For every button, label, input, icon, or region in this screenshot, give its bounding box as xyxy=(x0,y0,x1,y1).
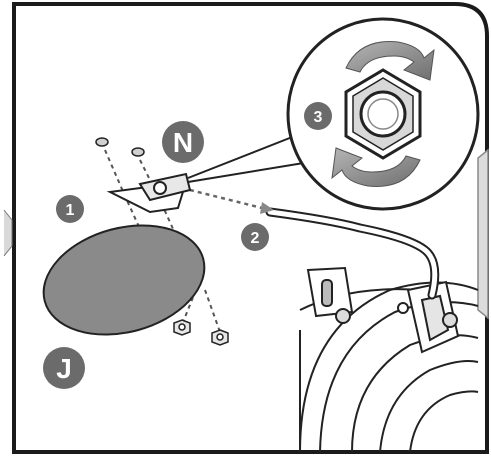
insert-direction-arrow xyxy=(189,188,263,210)
rotate-arrow-bottom-icon xyxy=(331,147,421,187)
step-badge-3-label: 3 xyxy=(314,109,323,126)
part-label-n-text: N xyxy=(173,127,193,158)
part-label-j: J xyxy=(43,347,85,389)
bottom-nut-icon xyxy=(173,319,229,346)
step-badge-3: 3 xyxy=(304,102,332,130)
part-label-j-text: J xyxy=(56,353,72,384)
step-badge-2-label: 2 xyxy=(251,230,260,247)
rotate-arrow-top-icon xyxy=(345,41,435,81)
mounting-bracket xyxy=(106,172,192,214)
left-tab-marker xyxy=(3,209,13,257)
step-badge-2: 2 xyxy=(241,223,269,251)
arrow-head xyxy=(260,202,274,214)
hex-nut-icon xyxy=(344,68,422,160)
screw-icon xyxy=(95,137,145,157)
fan-housing xyxy=(299,281,479,453)
step-badge-1-label: 1 xyxy=(66,202,75,219)
step-badge-1: 1 xyxy=(56,195,84,223)
housing-bracket xyxy=(306,266,460,354)
cover-plate xyxy=(42,224,206,336)
part-label-n: N xyxy=(162,121,204,163)
right-tab-marker xyxy=(477,148,489,320)
